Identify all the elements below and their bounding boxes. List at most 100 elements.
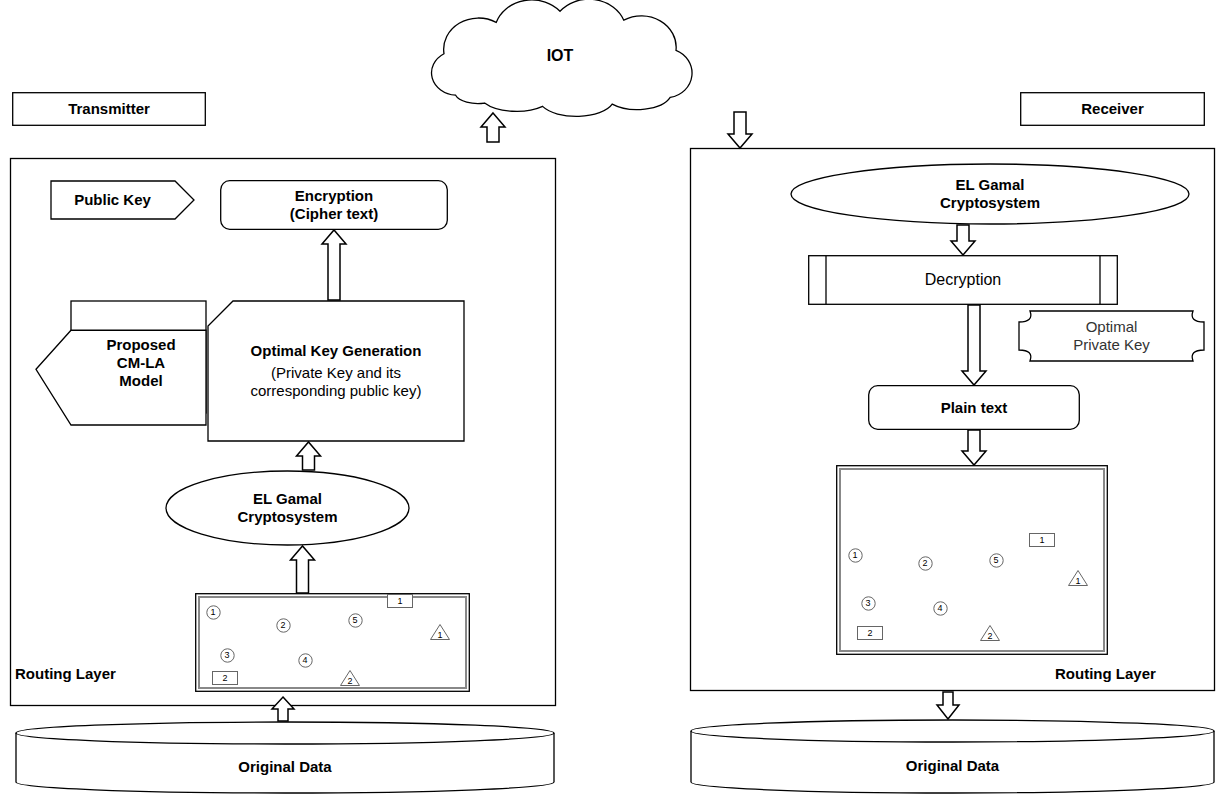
- text-group: 5: [352, 616, 357, 625]
- flow-arrow: [291, 546, 315, 593]
- transmitter-panel: [11, 159, 556, 706]
- flow-arrow: [951, 225, 975, 255]
- text-group: Receiver: [1081, 100, 1144, 118]
- text-group: 3: [865, 599, 870, 608]
- text-group: 2: [222, 674, 227, 683]
- vertex-number: 1: [210, 608, 215, 617]
- flow-arrow: [297, 442, 321, 470]
- text-group: 2: [280, 621, 285, 630]
- node-label: Optimal Private Key: [1064, 318, 1159, 354]
- output-arrow: [937, 692, 959, 719]
- graph-circle: 2: [276, 618, 291, 633]
- text-group: 2: [347, 677, 352, 686]
- vertex-number: 5: [993, 556, 998, 565]
- text-group: Plain text: [941, 399, 1008, 417]
- flow-arrow: [962, 430, 986, 465]
- text-group: 4: [302, 656, 307, 665]
- layer-label: Routing Layer: [1055, 665, 1156, 683]
- process-box: Decryption: [808, 255, 1118, 305]
- text-group: 1: [437, 631, 442, 640]
- graph-circle: 5: [989, 553, 1004, 568]
- layer-label: Routing Layer: [15, 665, 116, 683]
- data-store: Original Data: [690, 719, 1215, 794]
- node-label: Optimal Key Generation: [251, 342, 422, 360]
- vertex-number: 3: [865, 599, 870, 608]
- vertex-number: 1: [1039, 536, 1044, 545]
- text-group: 2: [867, 629, 872, 638]
- graph-circle: 1: [206, 605, 221, 620]
- process-box: Optimal Key Generation (Private Key and i…: [207, 300, 465, 442]
- graph-circle: 3: [220, 648, 235, 663]
- text-group: Decryption: [925, 270, 1001, 289]
- node-label: Original Data: [906, 757, 999, 775]
- flow-arrow: [962, 305, 986, 385]
- graph-circle: 4: [933, 601, 948, 616]
- graph-circle: 1: [848, 548, 863, 563]
- cryptosystem-ellipse: EL Gamal Cryptosystem: [165, 470, 410, 546]
- graph-square: 1: [1029, 533, 1055, 547]
- vertex-number: 4: [937, 604, 942, 613]
- text-group: 3: [224, 651, 229, 660]
- node-label: EL Gamal Cryptosystem: [223, 490, 353, 526]
- vertex-number: 2: [347, 677, 352, 686]
- graph-circle: 2: [918, 556, 933, 571]
- process-box: Encryption (Cipher text): [220, 180, 448, 230]
- text-group: Original Data: [238, 758, 331, 776]
- vertex-number: 1: [437, 631, 442, 640]
- text-group: 1: [1039, 536, 1044, 545]
- graph-circle: 4: [298, 653, 313, 668]
- section-label: Transmitter: [12, 92, 206, 126]
- vertex-number: 2: [867, 629, 872, 638]
- text-group: IOT: [547, 46, 574, 65]
- vertex-number: 1: [397, 597, 402, 606]
- node-label: IOT: [547, 46, 574, 65]
- vertex-number: 1: [852, 551, 857, 560]
- text-group: EL Gamal Cryptosystem: [223, 490, 353, 526]
- text-group: 4: [937, 604, 942, 613]
- text-group: Public Key: [74, 191, 151, 209]
- input-arrow: [272, 697, 294, 721]
- key-tag: Public Key: [50, 180, 195, 220]
- node-label: Original Data: [238, 758, 331, 776]
- graph-triangle: 2: [980, 625, 1000, 641]
- graph-circle: 3: [861, 596, 876, 611]
- receiver-panel: [691, 149, 1215, 691]
- uplink-arrow: [481, 113, 505, 142]
- node-label: Encryption (Cipher text): [279, 187, 389, 223]
- model-tag: Proposed CM-LA Model: [35, 300, 207, 426]
- graph-circle: 5: [348, 613, 363, 628]
- node-label: Receiver: [1081, 100, 1144, 118]
- process-box: Plain text: [868, 385, 1080, 430]
- node-label: Decryption: [925, 270, 1001, 289]
- text-group: 2: [922, 559, 927, 568]
- node-label: (Private Key and its corresponding publi…: [226, 364, 446, 400]
- vertex-number: 2: [222, 674, 227, 683]
- vertex-number: 1: [1075, 577, 1080, 586]
- cloud-node: IOT: [415, 0, 705, 112]
- text-group: 1: [210, 608, 215, 617]
- node-label: EL Gamal Cryptosystem: [925, 176, 1055, 212]
- text-group: Proposed CM-LA Model: [94, 336, 189, 390]
- text-group: 1: [852, 551, 857, 560]
- text-group: Optimal Key Generation (Private Key and i…: [226, 342, 446, 400]
- data-store: Original Data: [15, 721, 555, 794]
- vertex-number: 5: [352, 616, 357, 625]
- vertex-number: 2: [280, 621, 285, 630]
- graph-triangle: 1: [430, 624, 450, 640]
- text-group: Encryption (Cipher text): [279, 187, 389, 223]
- node-label: Transmitter: [68, 100, 150, 118]
- text-group: Optimal Private Key: [1064, 318, 1159, 354]
- routing-frame: Routing Layer123451122: [836, 465, 1108, 655]
- graph-triangle: 2: [340, 670, 360, 686]
- vertex-number: 2: [987, 632, 992, 641]
- graph-triangle: 1: [1068, 570, 1088, 586]
- node-label: Proposed CM-LA Model: [94, 336, 189, 390]
- node-label: Plain text: [941, 399, 1008, 417]
- graph-square: 1: [387, 594, 413, 608]
- node-label: Public Key: [74, 191, 151, 209]
- downlink-arrow: [728, 112, 752, 148]
- section-label: Receiver: [1020, 92, 1205, 126]
- text-group: 5: [993, 556, 998, 565]
- graph-square: 2: [857, 626, 883, 640]
- vertex-number: 4: [302, 656, 307, 665]
